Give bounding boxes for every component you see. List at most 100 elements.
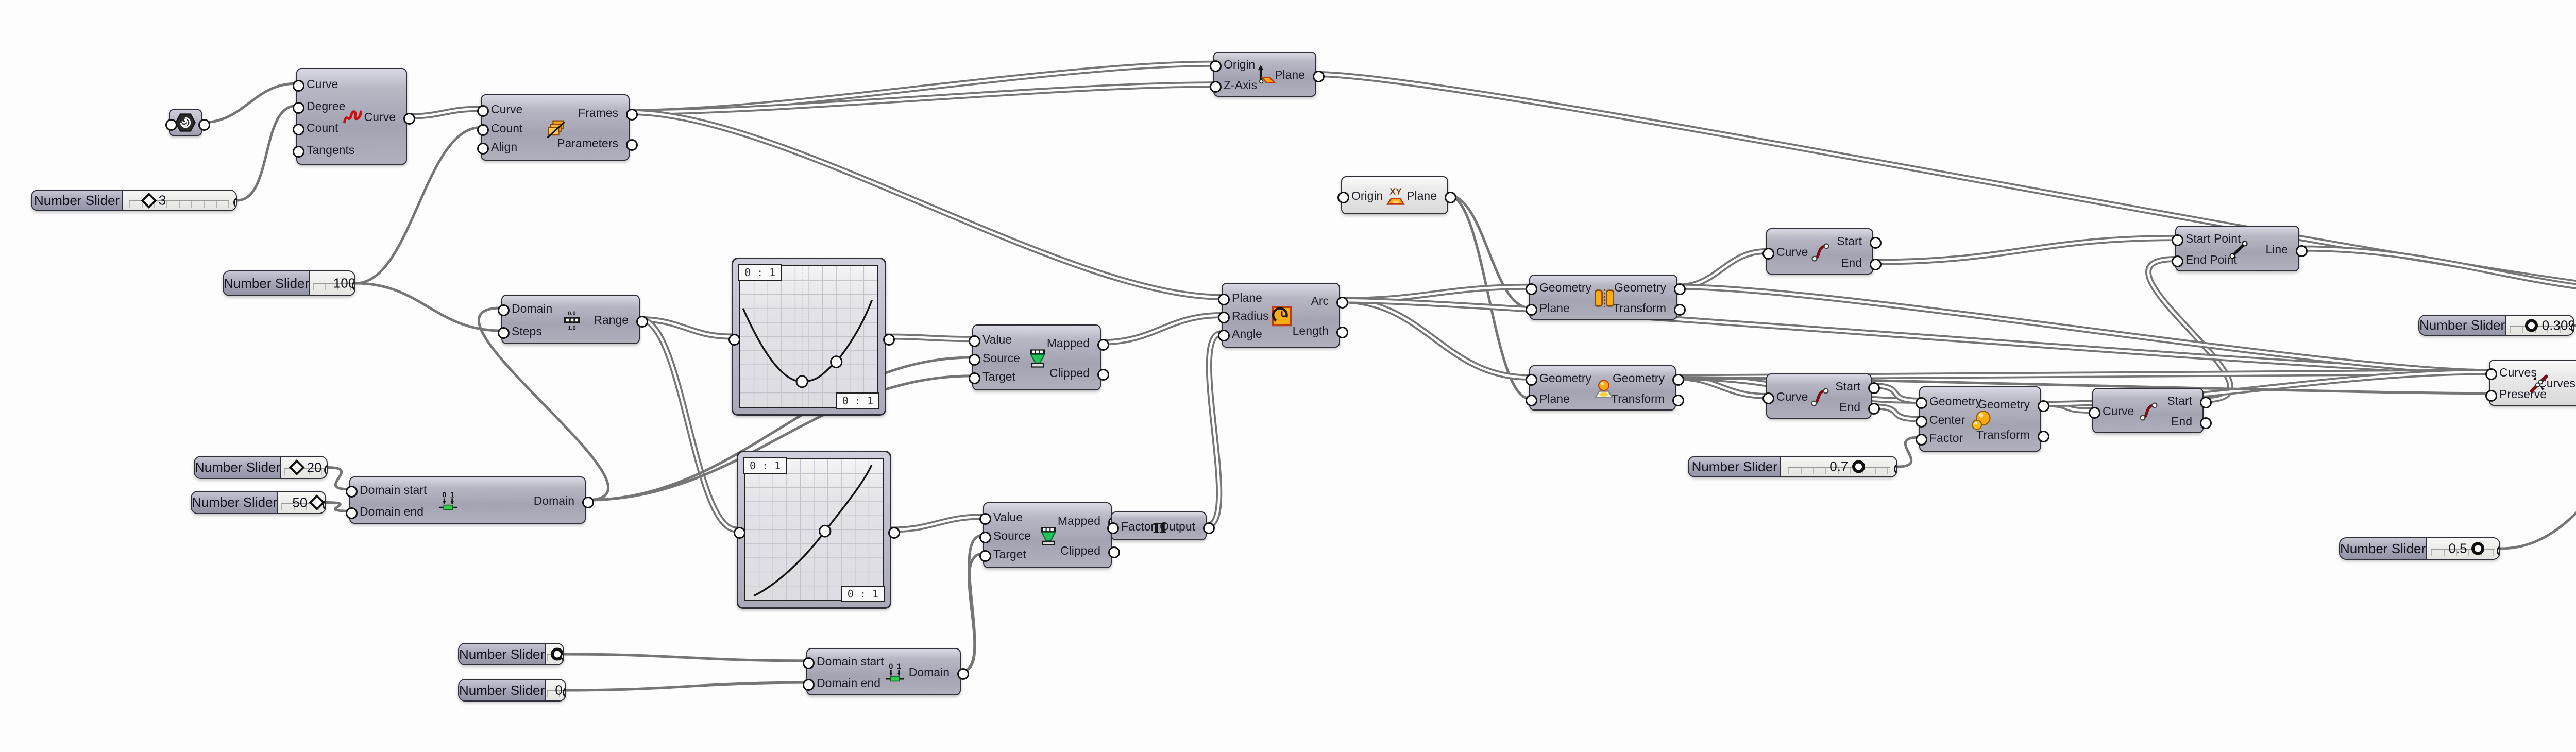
graph-area[interactable] (739, 265, 878, 408)
port-in-domain-end[interactable] (803, 679, 815, 691)
port-in-degree[interactable] (293, 102, 304, 114)
port-in-source[interactable] (969, 354, 980, 366)
port-out-curve[interactable] (403, 113, 415, 125)
slider-track[interactable]: 0.45 (546, 644, 563, 664)
slider-grip[interactable] (2524, 319, 2538, 332)
port-in-z-axis[interactable] (1210, 81, 1222, 93)
port-out-domain[interactable] (582, 497, 594, 508)
port-in-curve[interactable] (477, 105, 489, 117)
port-in-value[interactable] (979, 513, 991, 525)
port-in-plane[interactable] (1218, 293, 1230, 305)
port-in-factor[interactable] (1916, 434, 1927, 446)
slider-track[interactable]: 100.000 (310, 271, 354, 295)
port-in-angle[interactable] (1218, 330, 1230, 342)
port-in-domain[interactable] (498, 304, 510, 316)
port-out-transform[interactable] (1674, 304, 1686, 316)
port-out-parameters[interactable] (626, 139, 638, 151)
port-param-output[interactable] (198, 119, 210, 131)
port-in-origin[interactable] (1210, 60, 1222, 72)
port-out-arc[interactable] (1336, 297, 1348, 309)
port-in-domain-start[interactable] (346, 485, 358, 498)
port-in-curve[interactable] (1762, 392, 1774, 404)
graph-control-point[interactable] (831, 356, 842, 368)
slider-value-group[interactable]: 50 (292, 494, 325, 511)
port-in-steps[interactable] (498, 327, 510, 339)
slider-track[interactable]: 0.5 (2427, 538, 2499, 559)
port-graph-output[interactable] (883, 333, 895, 346)
graph-control-point[interactable] (820, 525, 831, 537)
port-out-geometry[interactable] (1672, 373, 1684, 386)
port-in-geometry[interactable] (1916, 397, 1927, 409)
port-out-mapped[interactable] (1097, 338, 1109, 351)
slider-track[interactable]: 0.7 (1781, 457, 1896, 476)
port-in-plane[interactable] (1526, 395, 1537, 407)
port-out-clipped[interactable] (1108, 546, 1120, 559)
port-in-target[interactable] (979, 550, 991, 562)
port-in-curve[interactable] (1762, 248, 1774, 260)
slider-value-group[interactable]: 0.7 (1829, 459, 1866, 475)
slider-track[interactable]: 0.309 (2506, 316, 2573, 335)
port-out-start[interactable] (1870, 237, 1882, 249)
port-in-domain-end[interactable] (346, 507, 358, 520)
port-in-start-point[interactable] (2172, 234, 2183, 247)
port-out-output[interactable] (1203, 522, 1215, 534)
port-in-curves[interactable] (2485, 368, 2497, 381)
port-out-end[interactable] (1870, 258, 1882, 270)
port-graph-input[interactable] (734, 526, 745, 539)
port-in-value[interactable] (969, 335, 980, 348)
port-out-line[interactable] (2296, 245, 2308, 257)
port-in-geometry[interactable] (1526, 373, 1537, 386)
port-in-tangents[interactable] (293, 145, 304, 158)
port-in-geometry[interactable] (1526, 283, 1537, 295)
port-param-input[interactable] (165, 119, 177, 131)
port-in-domain-start[interactable] (803, 657, 815, 669)
port-out-plane[interactable] (1313, 71, 1325, 82)
slider-grip[interactable] (289, 459, 306, 476)
port-out-geometry[interactable] (2038, 400, 2049, 413)
port-graph-input[interactable] (728, 333, 740, 346)
port-in-source[interactable] (979, 532, 991, 543)
slider-track[interactable]: 3 (123, 191, 236, 210)
port-in-radius[interactable] (1218, 312, 1230, 323)
port-in-preserve[interactable] (2485, 389, 2497, 402)
port-in-center[interactable] (1916, 415, 1927, 428)
port-in-align[interactable] (477, 142, 489, 155)
port-in-plane[interactable] (1526, 304, 1537, 316)
slider-value-group[interactable]: 0.309 (2524, 317, 2573, 333)
port-out-transform[interactable] (1672, 395, 1684, 407)
slider-grip[interactable] (1852, 460, 1866, 473)
slider-value-group[interactable]: 0.5 (2448, 541, 2484, 557)
port-out-start[interactable] (1868, 382, 1880, 394)
port-in-origin[interactable] (1337, 192, 1349, 203)
slider-value-group[interactable]: 3 (141, 192, 166, 209)
port-out-end[interactable] (2200, 417, 2212, 430)
port-in-curve[interactable] (2089, 407, 2100, 419)
port-out-clipped[interactable] (1097, 369, 1109, 381)
slider-value-group[interactable]: 20 (289, 459, 321, 476)
